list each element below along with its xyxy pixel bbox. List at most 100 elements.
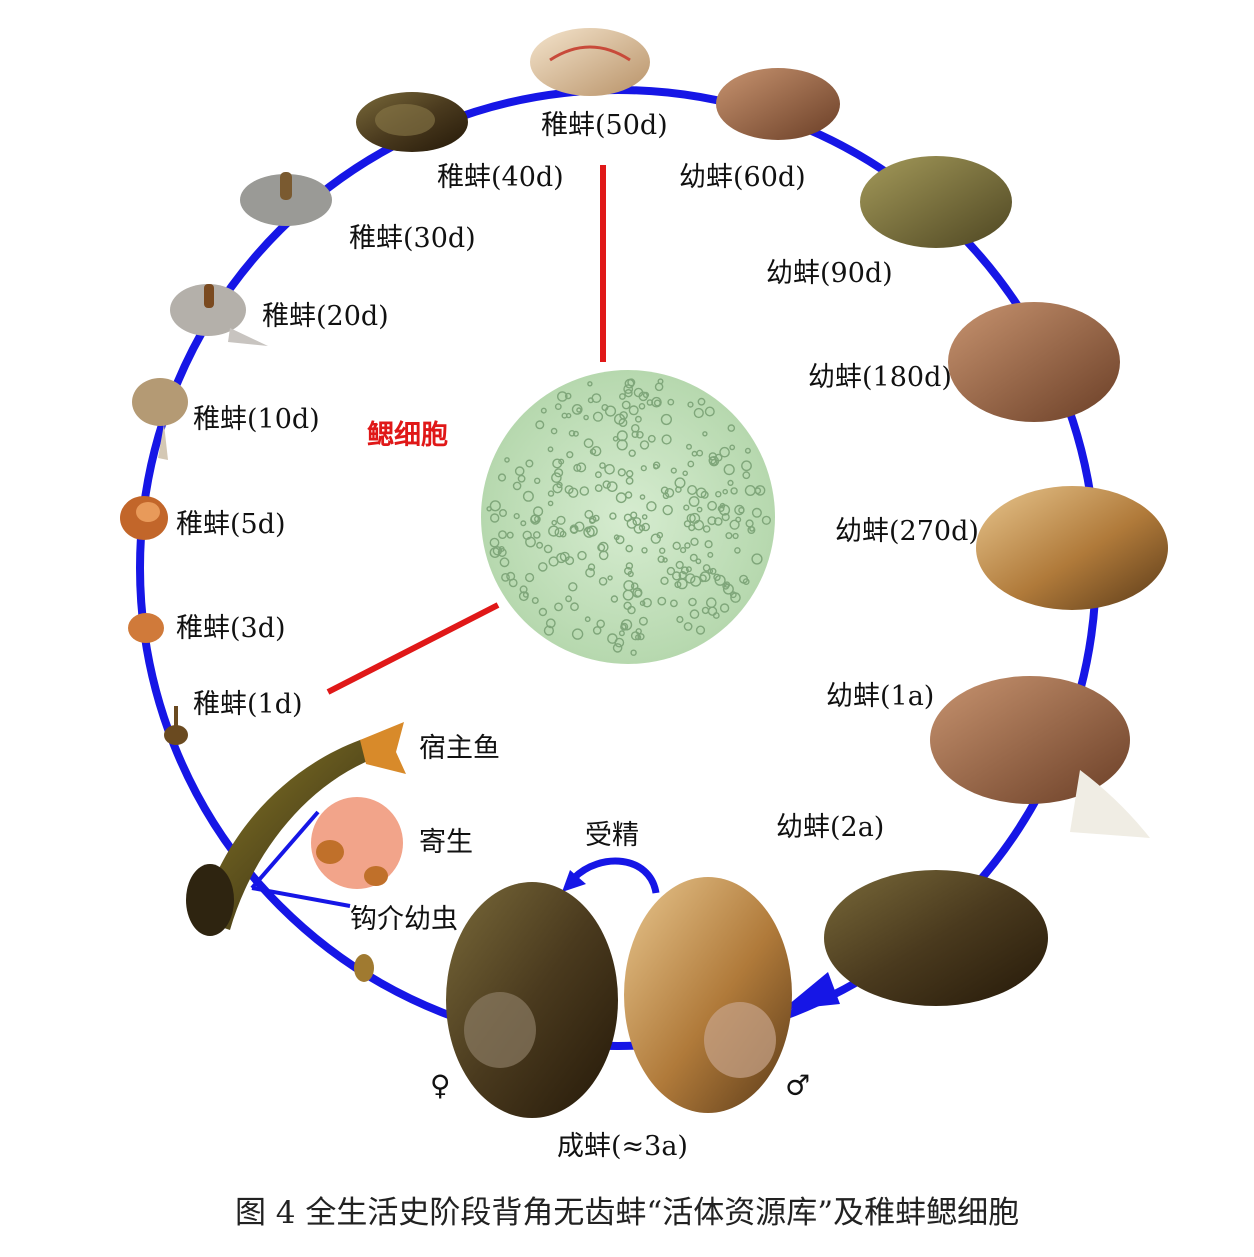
cell-dot [625,562,634,570]
cell-dot [714,574,726,586]
cell-dot [657,596,667,606]
cell-dot [565,595,572,603]
cell-dot [609,512,617,520]
cell-dot [595,471,602,479]
adult-label: 成蚌(≈3a) [557,1131,688,1162]
cell-dot [504,457,510,463]
cell-dot [525,459,534,468]
cell-dot [634,589,643,598]
cell-dot [543,625,555,636]
cell-dot [625,476,634,485]
cell-dot [682,470,689,477]
cell-dot [688,597,697,607]
cell-dot [660,576,669,585]
cell-dot [683,520,692,528]
stage-label-s50d: 稚蚌(50d) [541,110,668,141]
cell-dot [565,556,575,566]
cell-dot [547,490,555,497]
cell-dot [520,520,527,527]
cell-dot [713,573,721,581]
cell-dot [642,391,650,399]
cell-dot [636,430,644,439]
cell-dot [666,566,676,576]
cell-dot [630,649,637,656]
specimen-j1a [930,676,1150,838]
cell-dot [592,626,602,635]
cell-dot [685,566,692,573]
cell-dot [674,581,682,589]
cell-dot [685,573,696,584]
cell-dot [707,500,717,511]
cell-dot [568,582,578,592]
cell-dot [704,406,715,417]
cell-dot [626,518,637,529]
cell-dot [591,446,602,457]
cell-dot [602,480,611,489]
cell-dot [548,556,559,567]
glochidia-label: 钩介幼虫 [350,904,458,935]
cell-dot [689,553,698,562]
cell-dot [638,616,648,626]
stage-label-j90d: 幼蚌(90d) [766,258,893,289]
cell-dot [676,615,684,624]
figure-caption: 图 4 全生活史阶段背角无齿蚌“活体资源库”及稚蚌鳃细胞 [234,1195,1020,1231]
cell-dot [686,443,693,450]
cell-dot [604,405,617,417]
cell-dot [707,551,714,558]
cell-dot [610,595,619,603]
specimen-s1d [164,706,188,745]
cell-dot [751,507,762,518]
cell-dot [702,431,708,437]
cell-dot [620,619,633,631]
stage-label-s5d: 稚蚌(5d) [176,509,286,540]
cell-dot [489,500,501,512]
cell-dot [640,465,647,472]
fertilization-label: 受精 [585,820,639,851]
cell-dot [533,531,541,539]
cell-dot [708,452,717,461]
cell-dot [652,461,661,469]
cell-dot [702,564,711,572]
cell-dot [695,558,702,565]
cell-dot [664,487,675,498]
cell-dot [599,462,606,469]
cell-dot [623,566,633,576]
cell-dot [661,434,672,445]
cell-dot [618,630,625,637]
cell-dot [719,603,730,613]
cell-dot [538,562,548,572]
cell-dot [709,567,717,575]
cell-dot [613,534,620,541]
stage-label-s20d: 稚蚌(20d) [262,301,389,332]
cell-dot [628,405,639,416]
cell-dot [556,481,563,489]
cell-dot [592,411,604,422]
cell-dot [693,407,704,419]
cell-dot [691,450,698,457]
cell-dot [569,524,579,534]
cell-dot [679,546,687,554]
cell-dot [675,560,684,570]
cell-dot [556,515,566,525]
cell-dot [721,512,730,522]
cell-dot [674,477,686,489]
cell-dot [751,553,763,565]
cell-dot [707,516,717,526]
cell-dot [591,393,602,403]
cell-dot [719,446,730,458]
cell-dot [506,571,516,581]
cell-dot [538,607,548,617]
cell-dot [729,519,740,530]
cell-dot [615,492,627,504]
cell-dot [545,618,556,629]
specimen-s5d [120,496,168,540]
cell-dot [641,547,648,554]
stage-label-j270d: 幼蚌(270d) [835,516,979,547]
gill-cell-micrograph [481,370,775,664]
specimen-j180d [948,302,1120,422]
cell-dot [695,625,706,635]
cell-dot [744,447,751,454]
cell-dot [632,517,642,526]
cell-dot [492,546,503,556]
cell-dot [687,485,698,496]
